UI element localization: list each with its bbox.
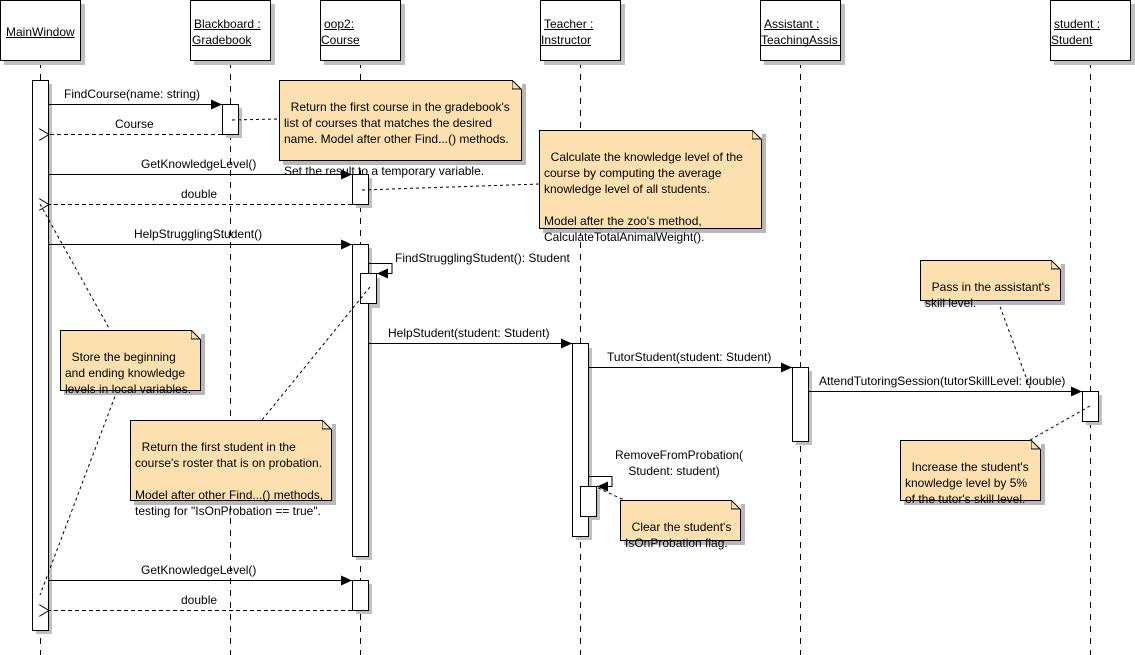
note-connector-find-course [231,118,280,121]
msg-label-double-return-1: double [181,187,218,201]
note-struggling[interactable]: Return the first student in the course's… [130,420,332,518]
activation-course-getknowledge-2 [352,580,369,611]
note-connector-struggling [261,286,371,421]
msg-label-double-return-2: double [181,593,218,607]
lifeline-head-instructor[interactable]: Teacher : Instructor [540,0,621,61]
lifeline-course-class: Course [321,33,360,47]
msg-label-helpstruggling: HelpStrugglingStudent() [134,227,263,241]
lifeline-head-student[interactable]: student : Student [1050,0,1131,61]
note-struggling-text: Return the first student in the course's… [135,440,324,518]
note-fold-icon [1051,260,1061,270]
lifeline-instructor-instance: Teacher : [544,17,594,31]
msg-label-tutorstudent: TutorStudent(student: Student) [607,350,772,364]
note-increase-text: Increase the student's knowledge level b… [905,460,1029,506]
lifeline-label-mainwindow: MainWindow [6,25,75,39]
lifeline-assistant-class: TeachingAssis [761,33,838,47]
note-fold-icon [322,420,332,430]
note-increase[interactable]: Increase the student's knowledge level b… [900,440,1041,506]
note-skill[interactable]: Pass in the assistant's skill level. [920,260,1061,310]
lifeline-label-assistant: Assistant : TeachingAssis [761,16,840,48]
note-fold-icon [1031,440,1041,450]
msg-label-getknowledge-1: GetKnowledgeLevel() [141,157,257,171]
activation-assistant [792,367,809,442]
lifeline-label-course: oop2: Course [321,16,400,48]
note-fold-icon [191,330,201,340]
activation-gradebook [222,104,239,135]
lifeline-student-class: Student [1051,33,1093,47]
lifeline-head-course[interactable]: oop2: Course [320,0,401,61]
msg-label-getknowledge-2: GetKnowledgeLevel() [141,563,257,577]
note-knowledge[interactable]: Calculate the knowledge level of the cou… [539,130,762,244]
note-probation-flag[interactable]: Clear the student's IsOnProbation flag. [620,500,741,550]
note-connector-store-levels-b [39,390,118,596]
note-store-levels-text: Store the beginning and ending knowledge… [65,350,192,396]
note-find-course-text: Return the first course in the gradebook… [284,100,510,178]
lifeline-head-assistant[interactable]: Assistant : TeachingAssis [760,0,841,61]
msg-label-findcourse: FindCourse(name: string) [64,87,201,101]
msg-label-findstruggling: FindStrugglingStudent(): Student [395,251,570,265]
msg-label-attendtutoring: AttendTutoringSession(tutorSkillLevel: d… [819,374,1066,388]
activation-course-getknowledge-1 [352,174,369,205]
lifeline-course-instance: oop2: [324,17,355,31]
lifeline-head-mainwindow[interactable]: MainWindow [0,0,81,61]
msg-removeprobation-self-arrow [589,476,613,492]
lifeline-instructor-class: Instructor [541,33,592,47]
msg-label-removeprobation: RemoveFromProbation( Student: student) [615,448,744,478]
msg-label-helpstudent: HelpStudent(student: Student) [388,326,550,340]
note-fold-icon [731,500,741,510]
note-fold-icon [752,130,762,140]
note-connector-increase [1029,405,1091,441]
activation-student [1082,391,1099,422]
note-find-course[interactable]: Return the first course in the gradebook… [279,80,522,178]
activation-instructor-remove [580,486,597,517]
note-store-levels[interactable]: Store the beginning and ending knowledge… [60,330,201,396]
note-connector-store-levels-a [39,203,111,331]
note-fold-icon [512,80,522,90]
lifeline-head-gradebook[interactable]: Blackboard : Gradebook [190,0,271,61]
note-connector-probation-flag [597,487,625,501]
note-knowledge-text: Calculate the knowledge level of the cou… [544,150,743,244]
lifeline-gradebook-instance: Blackboard : [194,17,261,31]
msg-findstruggling-self-arrow [369,263,393,279]
lifeline-assistant-separator [761,45,840,46]
lifeline-label-gradebook: Blackboard : Gradebook [192,16,271,48]
activation-course-help [352,244,369,557]
note-probation-flag-text: Clear the student's IsOnProbation flag. [625,520,732,550]
note-skill-text: Pass in the assistant's skill level. [925,280,1051,310]
lifeline-student-instance: student : [1054,17,1101,31]
activation-mainwindow [32,80,49,631]
lifeline-label-instructor: Teacher : Instructor [541,16,620,48]
msg-label-course-return: Course [115,117,154,131]
lifeline-gradebook-class: Gradebook [192,33,252,47]
note-connector-knowledge [361,183,541,191]
lifeline-label-student: student : Student [1051,16,1130,48]
lifeline-assistant-instance: Assistant : [764,17,820,31]
